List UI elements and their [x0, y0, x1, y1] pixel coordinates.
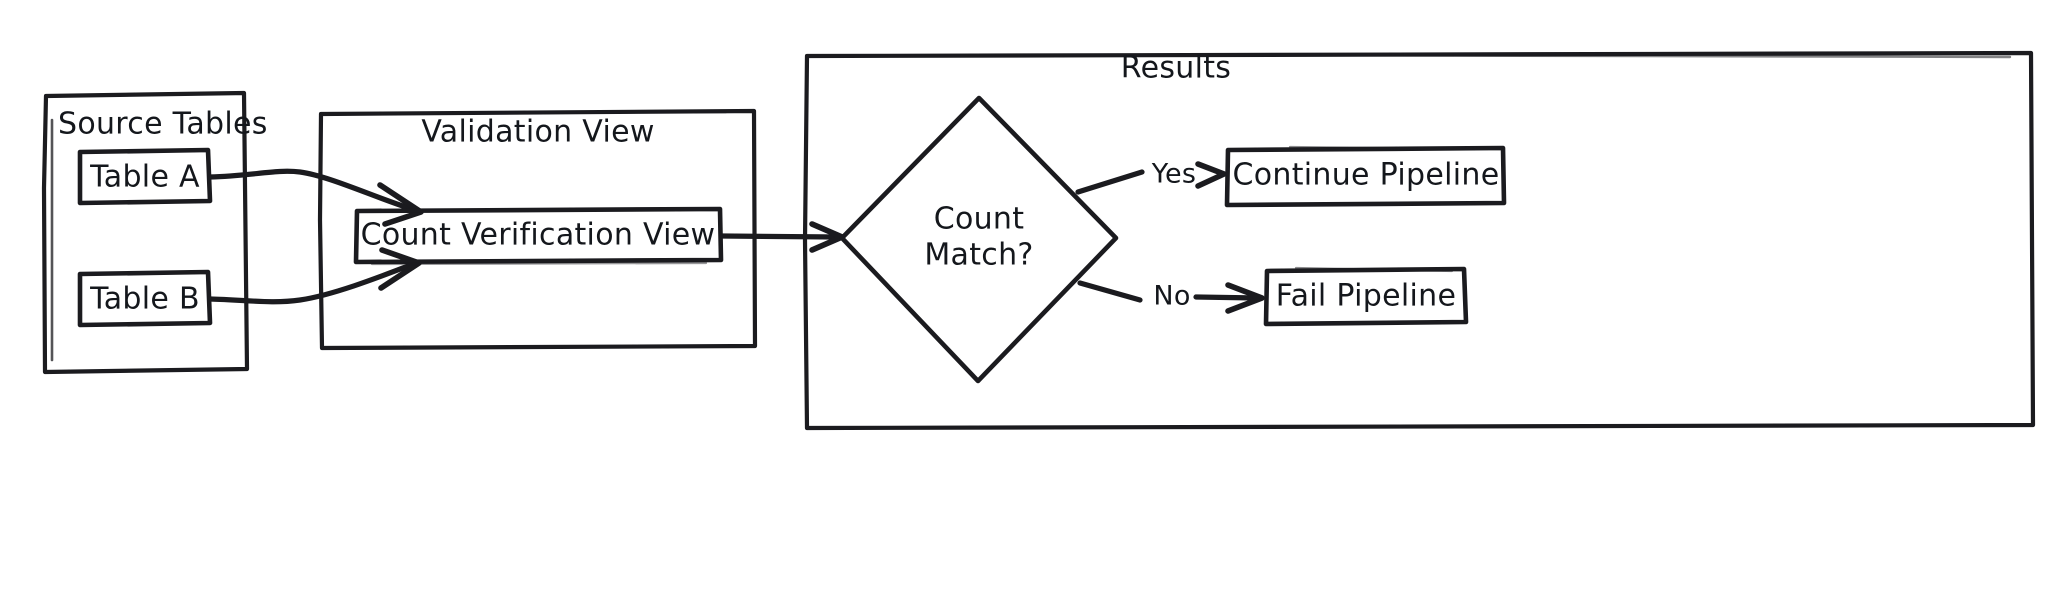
edge-no-arrowhead: [1225, 282, 1265, 314]
validation-view-title: Validation View: [421, 115, 654, 150]
node-count-match-decision[interactable]: Count Match?: [839, 95, 1119, 384]
edge-no-label: No: [1153, 281, 1190, 312]
source-tables-frame: [41, 90, 250, 375]
count-match-label-line1: Count: [934, 202, 1025, 237]
validation-view-frame-sketch: [468, 110, 728, 115]
table-a-label: Table A: [89, 160, 200, 195]
edge-table-a-to-view: [207, 168, 424, 227]
edge-yes-arrowhead: [1195, 161, 1227, 189]
node-table-b[interactable]: Table B: [77, 269, 213, 328]
container-results[interactable]: Results: [802, 50, 2036, 431]
results-title: Results: [1121, 51, 1231, 86]
source-tables-title: Source Tables: [58, 107, 268, 142]
count-verification-view-label: Count Verification View: [361, 218, 716, 253]
count-verification-view-shape: [353, 206, 724, 265]
continue-pipeline-top-sketch: [1288, 145, 1490, 151]
edge-table-b-path: [207, 260, 419, 305]
node-table-a[interactable]: Table A: [77, 147, 213, 206]
results-frame: [802, 50, 2036, 431]
edge-view-decision-path: [719, 233, 839, 240]
container-source-tables[interactable]: Source Tables: [41, 90, 268, 375]
node-count-verification-view[interactable]: Count Verification View: [353, 206, 724, 266]
edge-table-a-path: [207, 168, 421, 214]
node-continue-pipeline[interactable]: Continue Pipeline: [1224, 145, 1507, 208]
edge-no-path: [1077, 280, 1143, 303]
edge-no-path-2: [1193, 294, 1261, 301]
container-validation-view[interactable]: Validation View: [317, 108, 758, 351]
fail-pipeline-label: Fail Pipeline: [1276, 279, 1456, 314]
table-a-shape: [77, 147, 213, 206]
continue-pipeline-label: Continue Pipeline: [1233, 158, 1500, 193]
table-b-label: Table B: [89, 282, 200, 317]
edge-decision-no: No: [1077, 280, 1265, 314]
fail-pipeline-top-sketch: [1294, 266, 1454, 273]
node-fail-pipeline[interactable]: Fail Pipeline: [1263, 266, 1469, 327]
count-match-diamond-shape: [839, 95, 1119, 384]
edge-view-to-decision: [719, 221, 845, 253]
edge-decision-yes: Yes: [1075, 159, 1227, 195]
edge-yes-label: Yes: [1151, 159, 1197, 190]
count-match-label-line2: Match?: [924, 238, 1033, 273]
results-frame-sketch: [1228, 53, 2012, 59]
table-b-shape: [77, 269, 213, 328]
edge-yes-path: [1075, 169, 1145, 195]
edge-table-b-to-view: [207, 247, 422, 305]
count-verification-view-shadow: [370, 261, 708, 266]
